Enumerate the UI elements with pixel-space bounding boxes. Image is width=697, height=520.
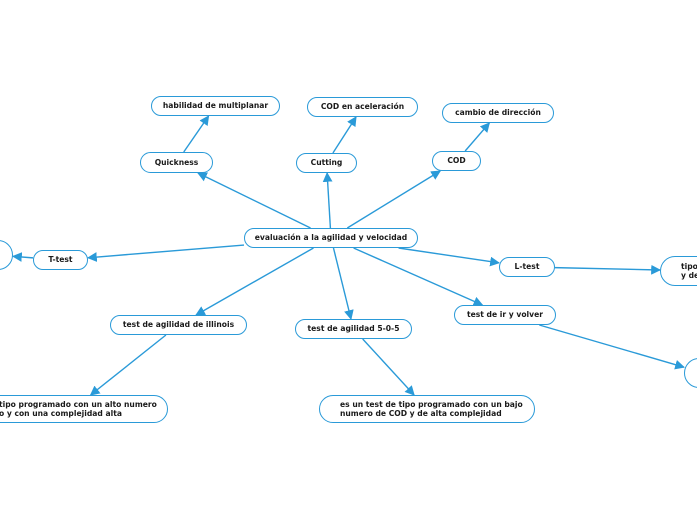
node-505-child[interactable]: es un test de tipo programado con un baj…: [319, 395, 535, 423]
node-habilidad-multiplanar[interactable]: habilidad de multiplanar: [151, 96, 280, 116]
edge-ttest-to-ttest_child: [12, 252, 34, 262]
edge-illinois-to-illinois_child: [89, 334, 167, 396]
edge-root-to-cutting: [322, 172, 333, 229]
edge-quickness-to-multiplanar: [183, 115, 210, 153]
edge-ir_volver-to-ir_volver_child: [539, 324, 685, 370]
edge-root-to-cod: [346, 170, 442, 229]
edge-root-to-ltest: [398, 247, 500, 267]
node-t-test[interactable]: T-test: [33, 250, 88, 270]
edge-cutting-to-cod_acel: [332, 116, 357, 154]
edge-root-to-illinois: [195, 247, 314, 316]
node-test-illinois[interactable]: test de agilidad de illinois: [110, 315, 247, 335]
edge-root-to-quickness: [197, 172, 311, 229]
node-root[interactable]: evaluación a la agilidad y velocidad: [244, 228, 418, 248]
node-illinois-child[interactable]: tipo programado con un alto numero o y c…: [0, 395, 168, 423]
node-l-test-child[interactable]: tipo y de: [660, 256, 697, 286]
edge-root-to-ir_volver: [353, 247, 484, 306]
node-quickness[interactable]: Quickness: [140, 152, 213, 173]
node-test-ir-volver[interactable]: test de ir y volver: [454, 305, 556, 325]
edge-root-to-ttest: [87, 244, 245, 262]
node-cod-aceleracion[interactable]: COD en aceleración: [307, 97, 418, 117]
edge-ltest-to-ltest_child: [554, 264, 661, 275]
edge-test505-to-test505_child: [362, 338, 415, 396]
node-cod[interactable]: COD: [432, 151, 481, 171]
node-l-test[interactable]: L-test: [499, 257, 555, 277]
node-cambio-direccion[interactable]: cambio de dirección: [442, 103, 554, 123]
node-cutting[interactable]: Cutting: [296, 153, 357, 173]
edge-cod-to-cambio_dir: [464, 122, 490, 152]
edge-root-to-test505: [332, 247, 354, 320]
node-test-505[interactable]: test de agilidad 5-0-5: [295, 319, 412, 339]
